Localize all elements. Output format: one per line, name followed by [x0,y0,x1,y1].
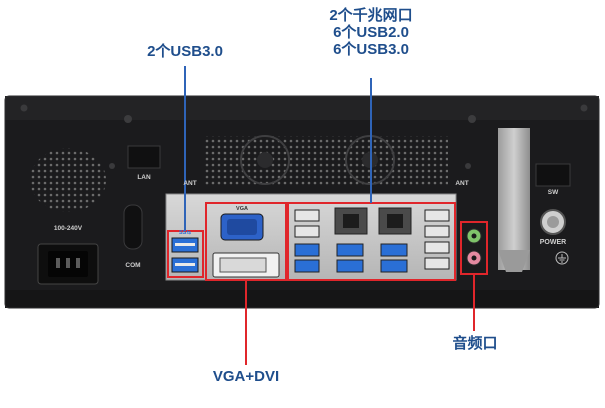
sw-knockout-icon [535,163,571,187]
vent-grille-icon [30,148,106,212]
label-ant-left: ANT [183,180,197,187]
lan-knockout-icon [127,145,161,169]
callout-network-usb: 2个千兆网口 6个USB2.0 6个USB3.0 [301,7,441,58]
label-sw: SW [547,189,559,196]
screw-icon [465,163,471,169]
callout-network-line2: 6个USB2.0 [333,24,409,41]
dvi-port-icon [212,252,280,278]
expansion-slot-bracket [498,128,530,272]
screw-icon [580,104,588,112]
label-ant-right: ANT [455,180,469,187]
callout-network-line3: 6个USB3.0 [333,41,409,58]
usb-lan-port-matrix [294,207,450,273]
fan-vent-icon [203,135,448,186]
callout-network-line1: 2个千兆网口 [329,7,413,24]
com-knockout-icon [123,204,143,250]
label-com: COM [125,262,141,269]
power-button-icon [540,209,566,235]
screw-icon [109,163,115,169]
label-usb-tag: SS⇆ [179,230,191,236]
leader-lines [184,66,475,365]
label-power: POWER [539,239,567,246]
callout-audio: 音频口 [452,335,498,352]
screw-icon [124,115,132,123]
usb3-left-pair [171,237,199,273]
audio-jacks-icon [466,228,482,266]
label-power-input: 100-240V [53,225,83,232]
callout-vga-dvi: VGA+DVI [212,368,280,385]
vga-port-icon [220,213,264,241]
label-vga: VGA [236,206,248,212]
screw-icon [468,115,476,123]
callout-usb3-left: 2个USB3.0 [147,43,223,60]
power-inlet-icon [37,243,99,285]
ground-symbol-icon [555,251,569,265]
screw-icon [20,104,28,112]
label-lan: LAN [137,174,151,181]
